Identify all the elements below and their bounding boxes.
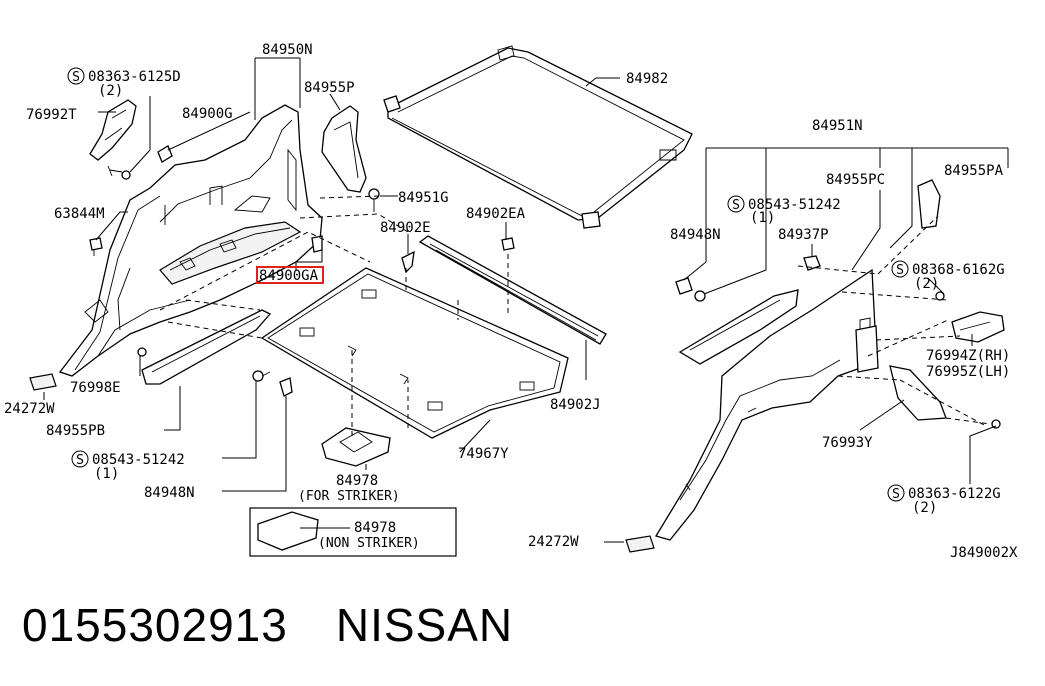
clip-84948N-right [675, 277, 693, 295]
clip-84948N-left [279, 377, 293, 397]
bracket-76992T [89, 99, 137, 161]
label-08363-6122G: 08363-6122G [908, 486, 1001, 502]
diagram-id: J849002X [950, 545, 1018, 561]
trim-84948N-area [678, 289, 799, 365]
label-84978: 84978 [336, 473, 378, 489]
label-84978-note: (FOR STRIKER) [298, 489, 400, 504]
label-84902J: 84902J [550, 397, 601, 413]
label-08363-6125D-qty: (2) [98, 83, 123, 99]
bracket-76994Z [951, 311, 1005, 343]
assembly-dashed-lines [159, 195, 991, 436]
sill-plate-84902J [418, 235, 607, 345]
clip-84902EA [501, 237, 515, 251]
screw-symbol-label: S [72, 70, 80, 85]
screw-08543-51242-right [694, 290, 706, 302]
label-08368-6162G: 08368-6162G [912, 262, 1005, 278]
label-76993Y: 76993Y [822, 435, 873, 451]
screw-08368-6162G [935, 291, 945, 301]
label-08363-6122G-qty: (2) [912, 500, 937, 516]
label-84900G: 84900G [182, 106, 233, 122]
label-08543-51242-left-qty: (1) [94, 466, 119, 482]
label-76998E: 76998E [70, 380, 121, 396]
label-84950N: 84950N [262, 42, 313, 58]
screw-symbol-label: S [76, 453, 84, 468]
pad-24272W-left [29, 373, 57, 391]
part-labels: 84950N 84955P 84900G 08363-6125D (2) 769… [4, 42, 1018, 561]
clip-84900G [157, 145, 173, 163]
leader-lines [43, 57, 1009, 543]
label-84955P: 84955P [304, 80, 355, 96]
label-84902EA: 84902EA [466, 206, 526, 222]
non-striker-box [249, 507, 457, 557]
label-84948N-left: 84948N [144, 485, 195, 501]
label-08543-51242-right: 08543-51242 [748, 197, 841, 213]
clip-84902E [401, 250, 415, 274]
label-08543-51242-left: 08543-51242 [92, 452, 185, 468]
label-08363-6125D: 08363-6125D [88, 69, 181, 85]
trim-84955PC [855, 325, 879, 373]
label-84951G: 84951G [398, 190, 449, 206]
label-84937P: 84937P [778, 227, 829, 243]
clip-63844M [89, 237, 103, 256]
striker-84978 [321, 427, 391, 467]
screw-symbols: S S S S S [67, 67, 909, 502]
trim-piece-84955P [321, 105, 367, 193]
label-76994Z: 76994Z(RH) [926, 348, 1010, 364]
cargo-floor-74967Y [260, 267, 569, 439]
label-24272W-left: 24272W [4, 401, 55, 417]
label-84955PB: 84955PB [46, 423, 105, 439]
label-24272W-right: 24272W [528, 534, 579, 550]
label-08368-6162G-qty: (2) [914, 276, 939, 292]
footer-brand: NISSAN [335, 599, 514, 651]
left-side-trim-84950N [58, 104, 323, 377]
trim-84955PA [917, 179, 941, 229]
screw-symbol-label: S [732, 198, 740, 213]
label-76995Z: 76995Z(LH) [926, 364, 1010, 380]
label-84978-box: 84978 [354, 520, 396, 536]
label-84955PC: 84955PC [826, 172, 885, 188]
trim-84955PB [141, 309, 272, 385]
label-63844M: 63844M [54, 206, 105, 222]
label-84982: 84982 [626, 71, 668, 87]
label-84951N: 84951N [812, 118, 863, 134]
label-08543-51242-right-qty: (1) [750, 210, 775, 226]
cargo-cover-84982 [383, 45, 693, 229]
label-84978-box-note: (NON STRIKER) [318, 536, 420, 551]
footer-part-number: 0155302913 [22, 599, 288, 651]
screw-08543-51242-left [252, 370, 271, 382]
screw-08363-6125D [107, 165, 131, 180]
highlight-box-84900GA [256, 266, 324, 284]
label-84902E: 84902E [380, 220, 431, 236]
label-84900GA: 84900GA [259, 268, 319, 284]
screw-symbol-label: S [896, 263, 904, 278]
screw-symbol-label: S [892, 487, 900, 502]
clip-84951G [368, 188, 380, 212]
label-76992T: 76992T [26, 107, 77, 123]
screw-08363-6122G [991, 419, 1001, 429]
label-84948N-right: 84948N [670, 227, 721, 243]
label-74967Y: 74967Y [458, 446, 509, 462]
clip-76998E [137, 347, 147, 357]
pad-24272W-right [625, 535, 655, 553]
label-84955PA: 84955PA [944, 163, 1004, 179]
footer: 0155302913 NISSAN [22, 598, 513, 652]
